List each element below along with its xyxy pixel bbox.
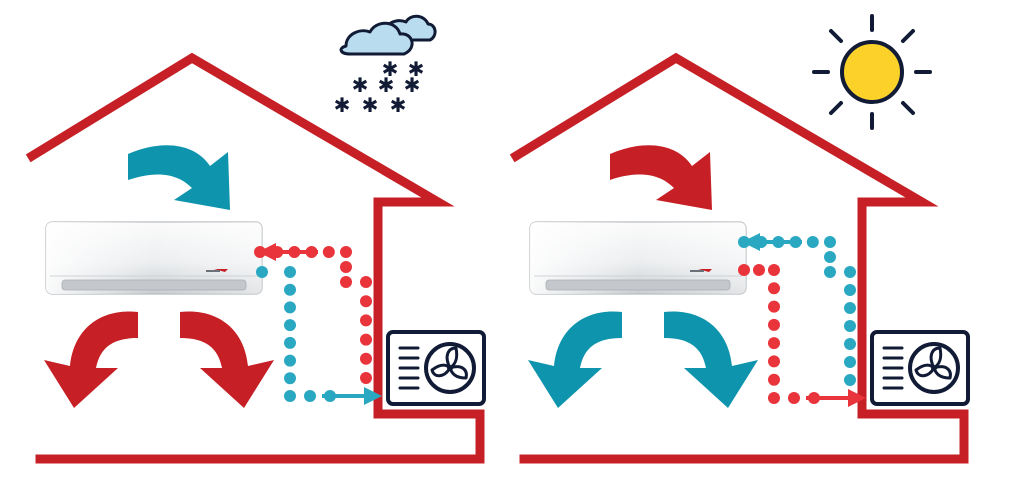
refrigerant-dot (340, 246, 352, 258)
refrigerant-dot (284, 301, 296, 314)
refrigerant-dot (738, 264, 750, 276)
refrigerant-dot (340, 261, 352, 273)
heating-panel: ✱ ✱ ✱ ✱ ✱ ✱ ✱ ✱ (25, 14, 486, 464)
snowflake: ✱ (352, 73, 369, 97)
flow-arrow-to-outdoor (806, 389, 866, 407)
refrigerant-dot (844, 374, 856, 386)
refrigerant-dot (768, 355, 780, 368)
outgoing-air-arrow-right (664, 311, 758, 408)
refrigerant-dot (824, 236, 836, 248)
refrigerant-dot (768, 264, 780, 276)
refrigerant-dot (284, 266, 296, 278)
refrigerant-dot (284, 372, 296, 385)
refrigerant-line-to-outdoor (738, 264, 820, 404)
snowflake: ✱ (404, 73, 421, 97)
outgoing-air-arrow-left (44, 311, 138, 408)
refrigerant-dot (844, 266, 856, 278)
refrigerant-dot (753, 264, 765, 276)
snowflake: ✱ (408, 57, 425, 81)
refrigerant-dot (768, 337, 780, 350)
outdoor-unit (870, 330, 970, 406)
refrigerant-dot (284, 319, 296, 332)
refrigerant-dot (360, 372, 372, 384)
refrigerant-dot (844, 302, 856, 314)
refrigerant-dot (768, 392, 780, 404)
refrigerant-dot (844, 338, 856, 350)
refrigerant-dot (768, 282, 780, 295)
refrigerant-dot (806, 236, 819, 248)
cooling-panel (509, 14, 970, 464)
sun-icon (812, 14, 932, 130)
flow-arrow-to-indoor (258, 243, 318, 261)
refrigerant-dot (360, 276, 372, 288)
refrigerant-dot (844, 284, 856, 296)
refrigerant-dot (360, 352, 372, 365)
refrigerant-dot (824, 251, 836, 263)
snow-cloud-icon: ✱ ✱ ✱ ✱ ✱ ✱ ✱ ✱ (334, 14, 437, 117)
house-outline (509, 52, 969, 464)
snowflake: ✱ (390, 93, 407, 117)
snowflake: ✱ (382, 57, 399, 81)
flow-arrow-to-outdoor (322, 387, 382, 405)
outgoing-air-arrow-left (528, 311, 622, 408)
flow-arrow-to-indoor (742, 233, 802, 251)
indoor-ac-unit (529, 221, 747, 295)
refrigerant-dot (360, 314, 372, 327)
refrigerant-dot (284, 354, 296, 367)
refrigerant-dot (768, 373, 780, 386)
refrigerant-dot (768, 318, 780, 331)
refrigerant-dot (788, 392, 800, 404)
refrigerant-dot (284, 390, 296, 402)
refrigerant-dot (768, 300, 780, 313)
snowflake: ✱ (334, 93, 351, 117)
house-outline (25, 52, 485, 464)
refrigerant-dot (284, 283, 296, 296)
refrigerant-dot (256, 266, 268, 278)
refrigerant-dot (304, 390, 316, 402)
refrigerant-dot (360, 295, 372, 308)
refrigerant-dot (340, 276, 352, 288)
refrigerant-dot (360, 333, 372, 346)
refrigerant-dot (322, 246, 335, 258)
snowflake: ✱ (378, 73, 395, 97)
refrigerant-dot (284, 336, 296, 349)
refrigerant-line-to-outdoor (256, 266, 336, 402)
snowflake: ✱ (362, 93, 379, 117)
outdoor-unit (386, 330, 486, 406)
incoming-air-arrow (128, 145, 230, 210)
refrigerant-dot (844, 320, 856, 332)
refrigerant-dot (844, 356, 856, 368)
refrigerant-dot (824, 266, 836, 278)
incoming-air-arrow (610, 145, 712, 210)
outgoing-air-arrow-right (180, 311, 274, 408)
indoor-ac-unit (45, 221, 263, 295)
